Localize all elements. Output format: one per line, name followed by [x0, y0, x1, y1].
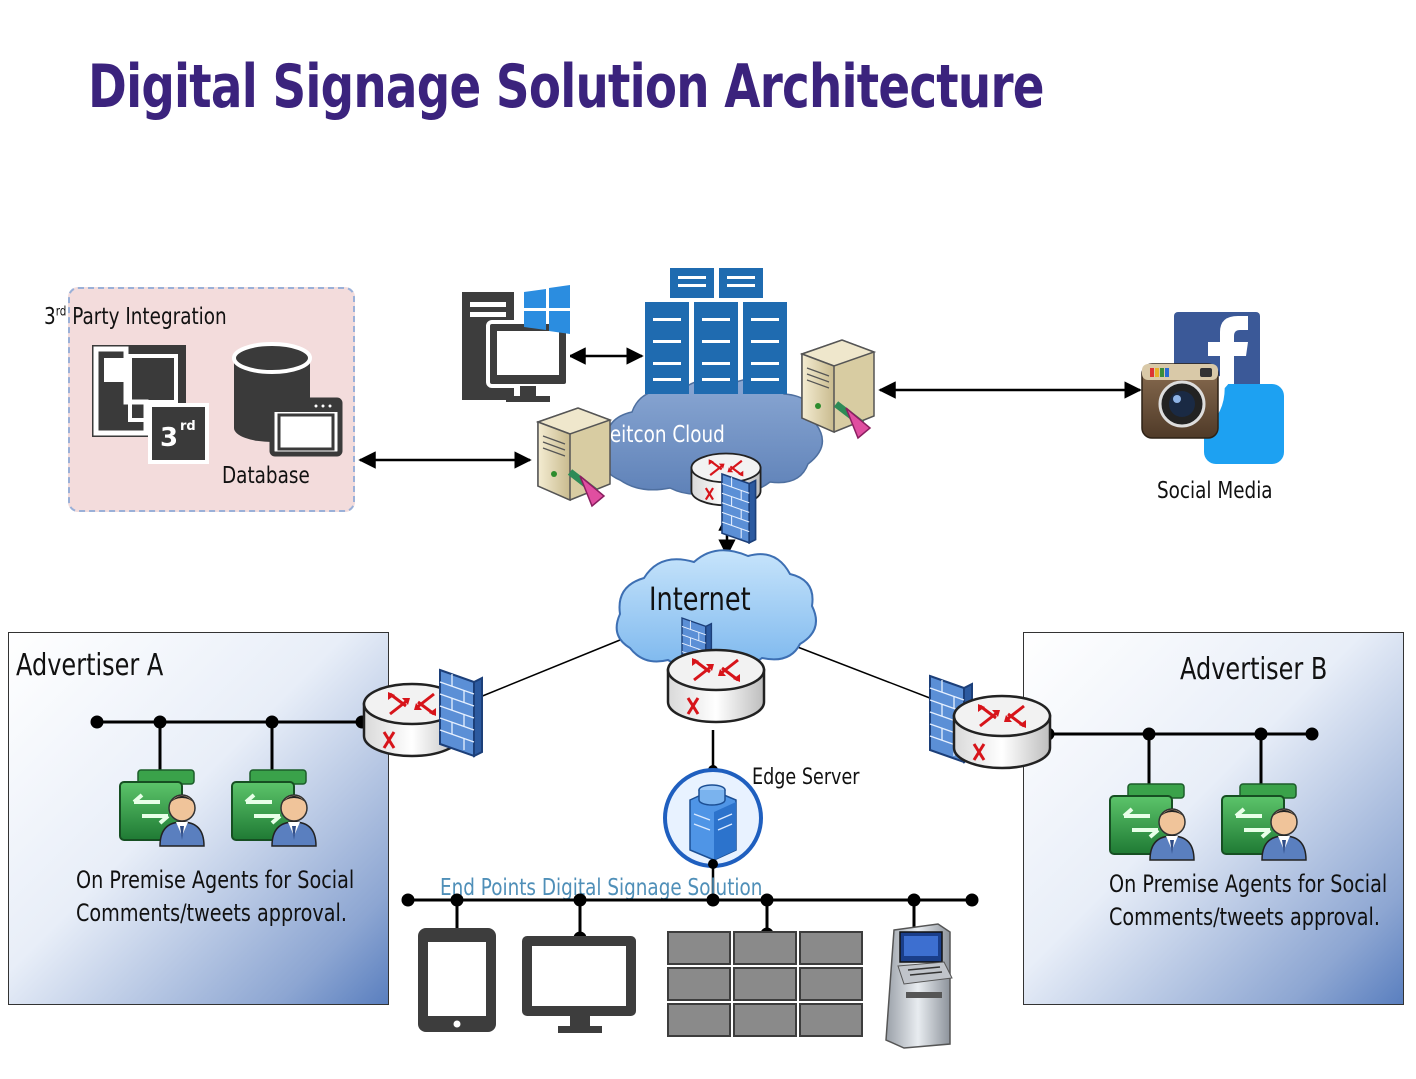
advertiser-b-label: Advertiser B [1180, 652, 1328, 687]
edge-server-label: Edge Server [752, 764, 860, 789]
internet-to-advertiser-b [794, 645, 936, 701]
database-label: Database [222, 463, 310, 489]
firewall-icon [721, 473, 757, 544]
agent-icon [118, 768, 206, 848]
server-icon [537, 407, 611, 506]
kiosk-icon [885, 923, 953, 1049]
third-party-label: 3rd Party Integration [44, 304, 227, 330]
agent-icon [1220, 782, 1308, 862]
internet-label: Internet [649, 580, 751, 618]
database-icon [232, 342, 343, 457]
advertiser-b-agents-line1: On Premise Agents for Social [1109, 870, 1388, 898]
svg-text:3: 3 [160, 423, 178, 453]
video-wall-icon [667, 931, 863, 1037]
instagram-icon [1141, 363, 1219, 439]
server-cluster-icon [645, 268, 787, 394]
cloud-label: Ceitcon Cloud [597, 421, 725, 448]
agent-icon [230, 768, 318, 848]
windows-pc-icon [462, 285, 570, 402]
agent-icon [1108, 782, 1196, 862]
server-icon [801, 339, 875, 438]
advertiser-a-agents-line2: Comments/tweets approval. [76, 899, 347, 927]
internet-to-advertiser-a [479, 639, 621, 698]
firewall-icon [439, 669, 483, 757]
advertiser-a-label: Advertiser A [16, 648, 164, 683]
monitor-icon [522, 936, 636, 1033]
edge-server-icon [663, 768, 763, 868]
router-icon [666, 648, 766, 724]
social-media-label: Social Media [1157, 477, 1273, 504]
svg-text:rd: rd [180, 419, 196, 434]
tablet-icon [418, 928, 496, 1032]
advertiser-b-box [1023, 632, 1404, 1005]
third-party-logo-icon: 3 rd [92, 345, 209, 464]
advertiser-a-box [8, 632, 389, 1005]
advertiser-a-network [90, 715, 369, 785]
page-title: Digital Signage Solution Architecture [88, 52, 1044, 122]
router-icon [952, 694, 1052, 770]
advertiser-b-agents-line2: Comments/tweets approval. [1109, 903, 1380, 931]
advertiser-a-agents-line1: On Premise Agents for Social [76, 866, 355, 894]
